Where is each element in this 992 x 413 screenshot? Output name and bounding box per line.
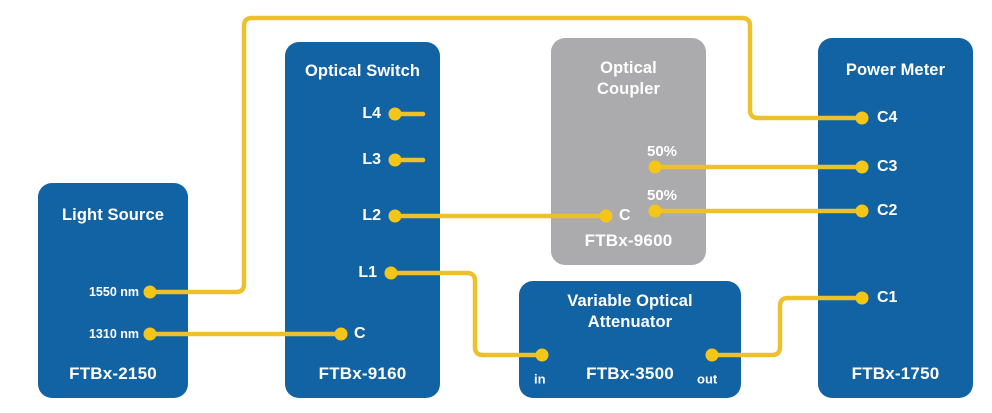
light-source-model: FTBx-2150 <box>69 364 157 383</box>
power-meter-model: FTBx-1750 <box>851 364 940 383</box>
port-label-1550nm: 1550 nm <box>88 285 139 299</box>
port-label-c4: C4 <box>877 109 898 126</box>
port-dot-coupler-50-lower[interactable] <box>648 204 662 218</box>
port-dot-1550nm[interactable] <box>143 285 157 299</box>
port-dot-coupler-50-upper[interactable] <box>648 160 662 174</box>
port-label-coupler-50-lower: 50% <box>646 187 678 204</box>
port-label-coupler-c: C <box>619 207 631 224</box>
port-label-c3: C3 <box>877 158 898 175</box>
voa-model: FTBx-3500 <box>586 364 674 383</box>
optical-switch-title: Optical Switch <box>304 62 421 80</box>
power-meter-title: Power Meter <box>845 61 946 79</box>
optical-coupler-title: Optical Coupler <box>596 59 661 98</box>
light-source-title: Light Source <box>61 206 165 224</box>
port-dot-c1[interactable] <box>855 291 869 305</box>
port-dot-1310nm[interactable] <box>143 327 157 341</box>
port-label-voa-in: in <box>534 371 546 387</box>
port-dot-switch-c[interactable] <box>334 327 348 341</box>
port-dot-l1[interactable] <box>384 266 398 280</box>
port-dot-voa-in[interactable] <box>535 348 549 362</box>
port-label-coupler-50-upper: 50% <box>646 143 678 160</box>
port-dot-l2[interactable] <box>388 209 402 223</box>
port-dot-c3[interactable] <box>855 160 869 174</box>
optical-switch-model: FTBx-9160 <box>318 364 407 383</box>
port-label-c1: C1 <box>877 289 898 306</box>
port-label-l4: L4 <box>362 105 381 122</box>
cable-1550nm-to-c4 <box>147 15 865 295</box>
port-label-l1: L1 <box>358 264 377 281</box>
port-label-switch-c: C <box>354 325 366 342</box>
optical-coupler-model: FTBx-9600 <box>584 231 673 250</box>
voa-title: Variable Optical Attenuator <box>567 292 693 331</box>
device-variable-optical-attenuator[interactable]: Variable Optical Attenuator FTBx-3500 <box>519 281 741 398</box>
port-dot-c2[interactable] <box>855 204 869 218</box>
port-label-voa-out: out <box>697 371 718 387</box>
port-label-l2: L2 <box>362 207 381 224</box>
port-label-c2: C2 <box>877 202 898 219</box>
port-dot-l4[interactable] <box>388 107 402 121</box>
port-dot-l3[interactable] <box>388 153 402 167</box>
port-label-l3: L3 <box>362 151 381 168</box>
port-dot-coupler-c[interactable] <box>599 209 613 223</box>
port-dot-voa-out[interactable] <box>705 348 719 362</box>
port-label-1310nm: 1310 nm <box>88 327 139 341</box>
port-dot-c4[interactable] <box>855 111 869 125</box>
device-optical-coupler[interactable]: Optical Coupler FTBx-9600 <box>551 38 706 265</box>
